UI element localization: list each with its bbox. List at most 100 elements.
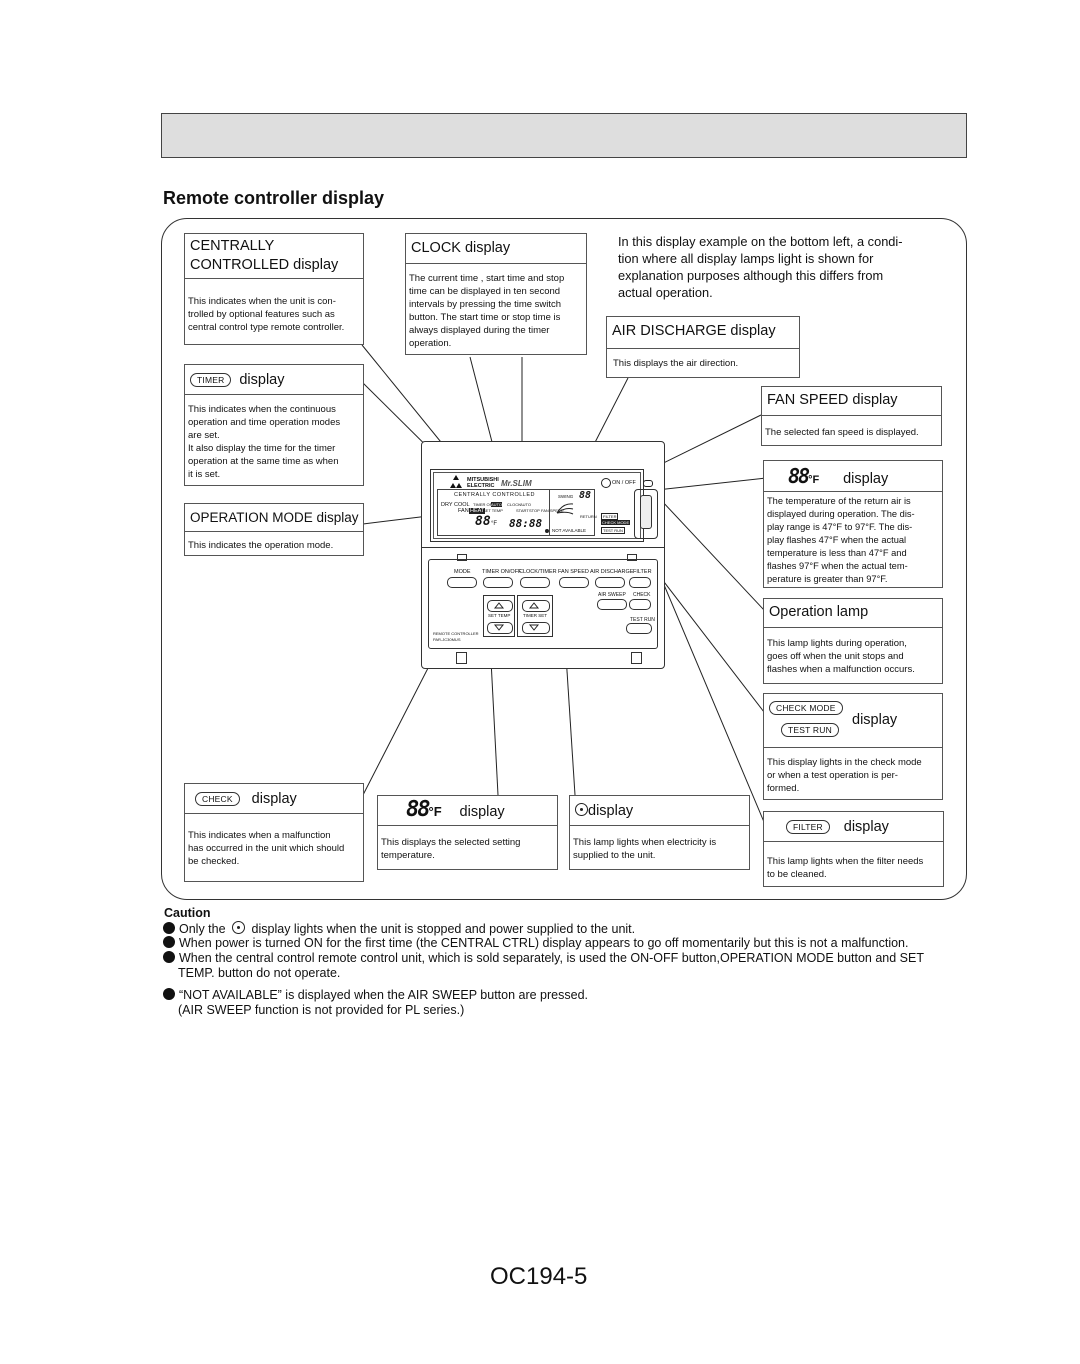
timer-desc-3: are set. [188, 430, 220, 441]
check-desc-1: This indicates when a malfunction [188, 830, 331, 841]
check-mode-desc-1: This display lights in the check mode [767, 757, 922, 768]
lcd-auto2: AUTO [520, 502, 532, 507]
timer-desc-1: This indicates when the continuous [188, 404, 336, 415]
intro-line-3: explanation purposes although this diffe… [618, 268, 884, 283]
lcd-centrally: CENTRALLY CONTROLLED [454, 492, 536, 498]
air-sweep-button[interactable] [597, 599, 627, 610]
lcd-return: RETURN [580, 514, 597, 519]
caution-title: Caution [164, 906, 211, 920]
air-discharge-box: AIR DISCHARGE display This displays the … [606, 316, 800, 378]
lcd-start: START [516, 508, 529, 513]
timer-pill: TIMER [190, 373, 232, 388]
power-lamp-icon-caution [232, 921, 246, 934]
remote-label: REMOTE CONTROLLER [433, 631, 479, 636]
lcd-timer-off: TIMER OFF [473, 502, 495, 507]
set-temp-desc-1: This displays the selected setting [381, 837, 521, 848]
header-bar [161, 113, 967, 158]
lcd-return-seg: 88 [579, 490, 592, 501]
timer-desc-5: operation at the same time as when [188, 456, 339, 467]
caution-b2: When power is turned ON for the first ti… [179, 936, 909, 950]
intro-text: In this display example on the bottom le… [618, 233, 968, 301]
intro-line-4: actual operation. [618, 285, 713, 300]
power-title: display [588, 803, 634, 819]
lcd-temp: 88 [475, 514, 491, 529]
clock-timer-button[interactable] [520, 577, 550, 588]
clock-desc-3: intervals by pressing the time switch [409, 299, 562, 310]
caution-b3-line2: TEMP. button do not operate. [178, 966, 341, 980]
caution-b4-line1: “NOT AVAILABLE” is displayed when the AI… [179, 988, 589, 1002]
clock-desc-2: time can be displayed in ten second [409, 286, 561, 297]
timer-set-label: TIMER SET [523, 613, 548, 618]
caution-b1-pre: Only the [179, 922, 226, 936]
hinge-left [457, 554, 467, 561]
lcd-set-temp: SET TEMP [483, 508, 503, 513]
btn-filter-label: FILTER [633, 569, 652, 575]
return-temp-desc-3: play range is 47°F to 97°F. The dis- [767, 522, 913, 532]
set-temp-desc-2: temperature. [381, 850, 435, 861]
check-mode-desc-3: formed. [767, 783, 800, 794]
caution-b3-line1: When the central control remote control … [179, 951, 924, 965]
test-run-button[interactable] [626, 623, 652, 634]
operation-lamp-icon [643, 480, 653, 487]
lcd-auto: AUTO [491, 502, 503, 507]
return-temp-desc-5: temperature is less than 47°F and [767, 548, 907, 558]
clock-desc-4: button. The start time or stop time is [409, 312, 561, 323]
timer-desc-2: operation and time operation modes [188, 417, 341, 428]
fan-speed-icon [556, 503, 574, 515]
set-temp-title: display [459, 804, 505, 820]
btn-timer-label: TIMER ON/OFF [482, 569, 522, 575]
centrally-title-1: CENTRALLY [190, 238, 275, 254]
centrally-controlled-box: CENTRALLY CONTROLLED display This indica… [184, 233, 364, 345]
fan-speed-title: FAN SPEED display [762, 387, 941, 416]
page-number: OC194-5 [490, 1263, 588, 1290]
check-box: CHECK display This indicates when a malf… [184, 783, 364, 882]
check-button[interactable] [629, 599, 651, 610]
section-title: Remote controller display [163, 188, 385, 208]
lcd-heat: HEAT [469, 508, 486, 514]
set-temp-seg: 88 [406, 797, 430, 822]
centrally-desc-1: This indicates when the unit is con- [188, 296, 336, 307]
diagram-frame [161, 218, 967, 900]
brand-line-2: ELECTRIC [467, 483, 495, 489]
btn-fan-label: FAN SPEED [558, 569, 589, 575]
return-temp-box: 88°F display The temperature of the retu… [763, 460, 943, 588]
check-label: CHECK [633, 592, 651, 598]
timer-box: TIMER display This indicates when the co… [184, 364, 364, 486]
operation-mode-desc: This indicates the operation mode. [188, 540, 334, 551]
mitsubishi-logo-icon [450, 475, 462, 488]
lcd-cool: COOL [454, 502, 470, 508]
timer-button[interactable] [483, 577, 513, 588]
lcd-swing: SWING [558, 494, 574, 499]
return-temp-desc-1: The temperature of the return air is [767, 496, 911, 506]
caution-b4-line2: (AIR SWEEP function is not provided for … [178, 1003, 465, 1017]
mode-button[interactable] [447, 577, 477, 588]
power-desc-2: supplied to the unit. [573, 850, 656, 861]
return-temp-seg: 88 [788, 464, 810, 488]
set-temp-box: 88°F display This displays the selected … [377, 795, 558, 870]
lcd-check-mode: CHECK MODE [601, 520, 631, 525]
on-off-slider[interactable] [640, 495, 652, 529]
check-mode-title: display [852, 712, 898, 728]
filter-button[interactable] [629, 577, 651, 588]
check-title: display [251, 791, 297, 807]
clock-title: CLOCK display [406, 234, 586, 264]
brand-line-1: MITSUBISHI [467, 477, 499, 483]
check-mode-box: CHECK MODE TEST RUN display This display… [763, 693, 943, 800]
filter-pill: FILTER [786, 820, 830, 835]
air-discharge-button[interactable] [595, 577, 625, 588]
timer-desc-6: it is set. [188, 469, 221, 480]
operation-lamp-title: Operation lamp [764, 599, 942, 628]
temp-up-button[interactable] [487, 600, 513, 612]
clock-desc-5: always displayed during the timer [409, 325, 550, 336]
return-temp-unit: °F [808, 474, 820, 486]
power-desc-1: This lamp lights when electricity is [573, 837, 717, 848]
check-pill: CHECK [195, 792, 240, 807]
lcd-not-available: NOT AVAILABLE [552, 528, 587, 533]
lcd-stop: STOP [529, 508, 540, 513]
lcd-clock: CLOCK [507, 502, 521, 507]
check-desc-3: be checked. [188, 856, 240, 867]
timer-desc-4: It also display the time for the timer [188, 443, 336, 454]
operation-lamp-desc-2: goes off when the unit stops and [767, 651, 904, 662]
fan-speed-desc: The selected fan speed is displayed. [765, 427, 919, 438]
fan-speed-button[interactable] [559, 577, 589, 588]
